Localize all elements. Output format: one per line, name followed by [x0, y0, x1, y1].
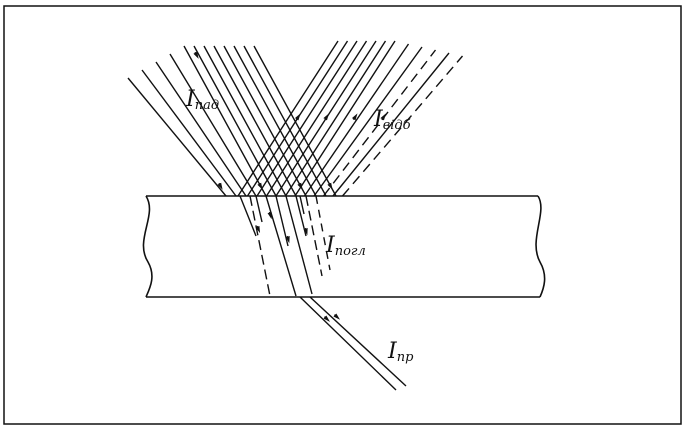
reflected-ray — [313, 46, 423, 197]
incident-arrow — [257, 182, 263, 190]
absorbed-arrow — [285, 235, 290, 244]
incident-ray — [169, 53, 257, 197]
incident-arrow — [327, 182, 333, 190]
reflected-ray — [265, 40, 368, 197]
incident-ray — [203, 45, 287, 197]
reflected-ray — [341, 55, 464, 197]
reflected-arrow — [380, 113, 386, 121]
absorbed-ray — [275, 195, 289, 247]
reflected-label: Iвідб — [373, 107, 411, 133]
absorbed-ray — [285, 195, 313, 295]
incident-ray — [193, 45, 277, 197]
absorbed-arrow — [267, 211, 272, 220]
absorbed-ray — [249, 195, 271, 297]
reflected-arrow — [351, 113, 358, 121]
incident-ray — [223, 45, 307, 197]
reflected-rays — [237, 40, 464, 197]
reflected-ray — [237, 40, 339, 197]
slab-right-edge — [535, 195, 546, 298]
reflected-arrow — [294, 113, 301, 121]
absorbed-ray — [239, 195, 257, 237]
absorbed-ray — [265, 195, 297, 297]
transmitted-arrow — [323, 315, 330, 322]
incident-ray — [233, 45, 317, 197]
reflected-ray — [332, 52, 450, 197]
transmitted-ray — [299, 296, 397, 391]
absorbed-ray — [299, 195, 305, 215]
incident-ray — [213, 45, 297, 197]
incident-ray — [141, 69, 237, 197]
absorbed-ray — [255, 195, 263, 223]
transmitted-arrow — [333, 313, 341, 320]
transmitted-ray — [309, 296, 407, 387]
incident-label: Iпад — [185, 87, 219, 113]
absorbed-rays — [239, 195, 331, 297]
reflected-arrow — [323, 113, 329, 121]
reflected-ray — [284, 40, 387, 197]
absorbed-arrow — [255, 225, 261, 234]
reflected-ray — [294, 40, 396, 197]
incident-ray — [155, 61, 247, 197]
slab — [142, 195, 546, 298]
absorbed-ray — [305, 195, 323, 277]
absorbed-label: Iпогл — [325, 233, 366, 259]
absorbed-arrow — [303, 227, 308, 236]
transmitted-rays — [299, 296, 407, 391]
incident-ray — [243, 45, 327, 197]
incident-arrow — [193, 51, 199, 59]
reflected-ray — [322, 49, 437, 197]
absorbed-ray — [315, 195, 331, 271]
slab-left-edge — [142, 195, 153, 298]
incident-arrow — [217, 182, 223, 190]
reflected-ray — [256, 40, 358, 197]
transmitted-label: Iпр — [387, 339, 414, 365]
figure-frame — [3, 5, 682, 425]
incident-ray — [183, 45, 267, 197]
incident-ray — [127, 77, 227, 197]
